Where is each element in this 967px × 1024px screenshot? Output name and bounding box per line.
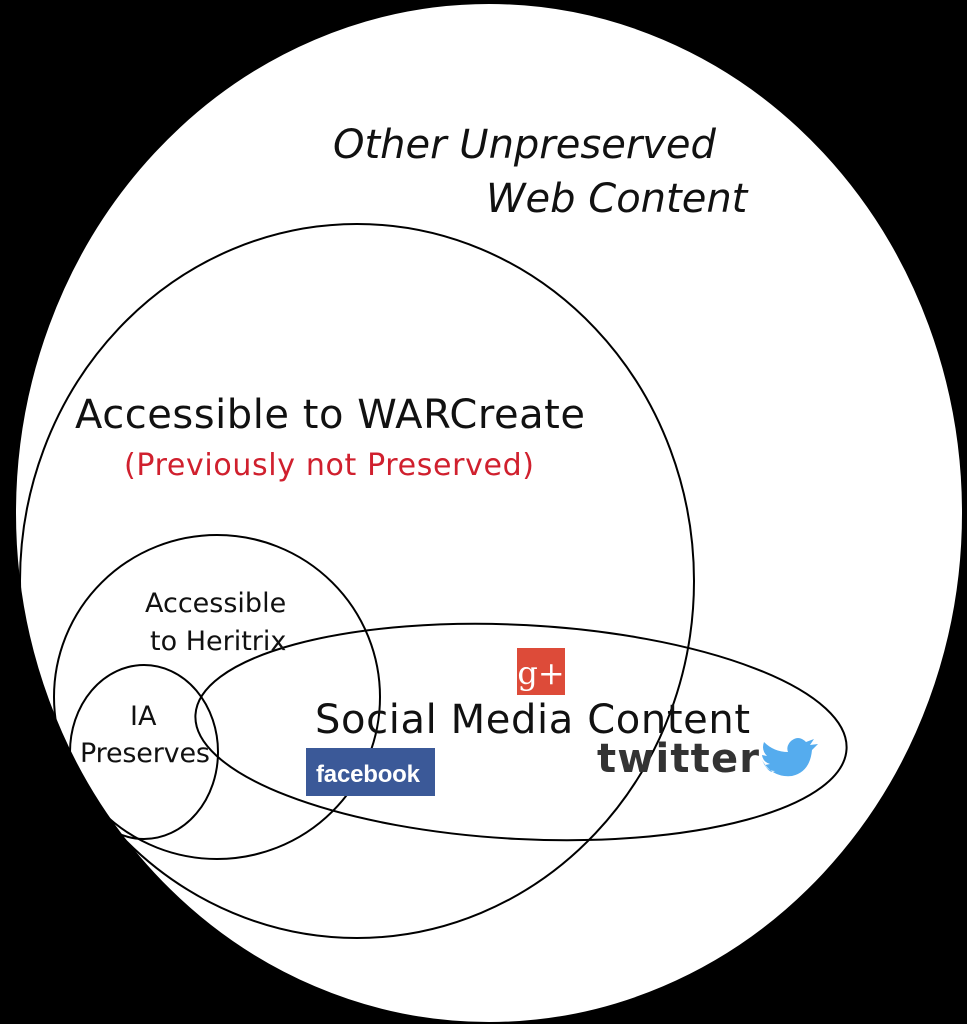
warcreate-circle	[19, 223, 695, 939]
twitter-logo: twitter	[597, 736, 818, 782]
outer-label-line1: Other Unpreserved	[333, 122, 717, 168]
svg-text:g+: g+	[517, 654, 564, 692]
ia-label-line2: Preserves	[80, 738, 210, 769]
warcreate-label: Accessible to WARCreate	[75, 392, 585, 438]
outer-web-content-circle	[14, 2, 964, 1024]
twitter-bird-icon	[762, 738, 818, 777]
heritrix-label-line2: to Heritrix	[150, 626, 286, 657]
outer-label-line2: Web Content	[486, 176, 749, 222]
social-media-label: Social Media Content	[315, 697, 750, 743]
svg-text:twitter: twitter	[597, 736, 759, 782]
facebook-logo: facebook	[306, 748, 435, 796]
ia-label-line1: IA	[130, 701, 157, 732]
heritrix-circle	[53, 534, 381, 860]
heritrix-label-line1: Accessible	[145, 588, 286, 619]
svg-text:facebook: facebook	[316, 761, 421, 788]
ia-preserves-circle	[69, 664, 219, 840]
social-media-ellipse	[194, 622, 848, 842]
googleplus-logo: g+	[517, 648, 565, 695]
warcreate-sublabel: (Previously not Preserved)	[124, 448, 534, 483]
